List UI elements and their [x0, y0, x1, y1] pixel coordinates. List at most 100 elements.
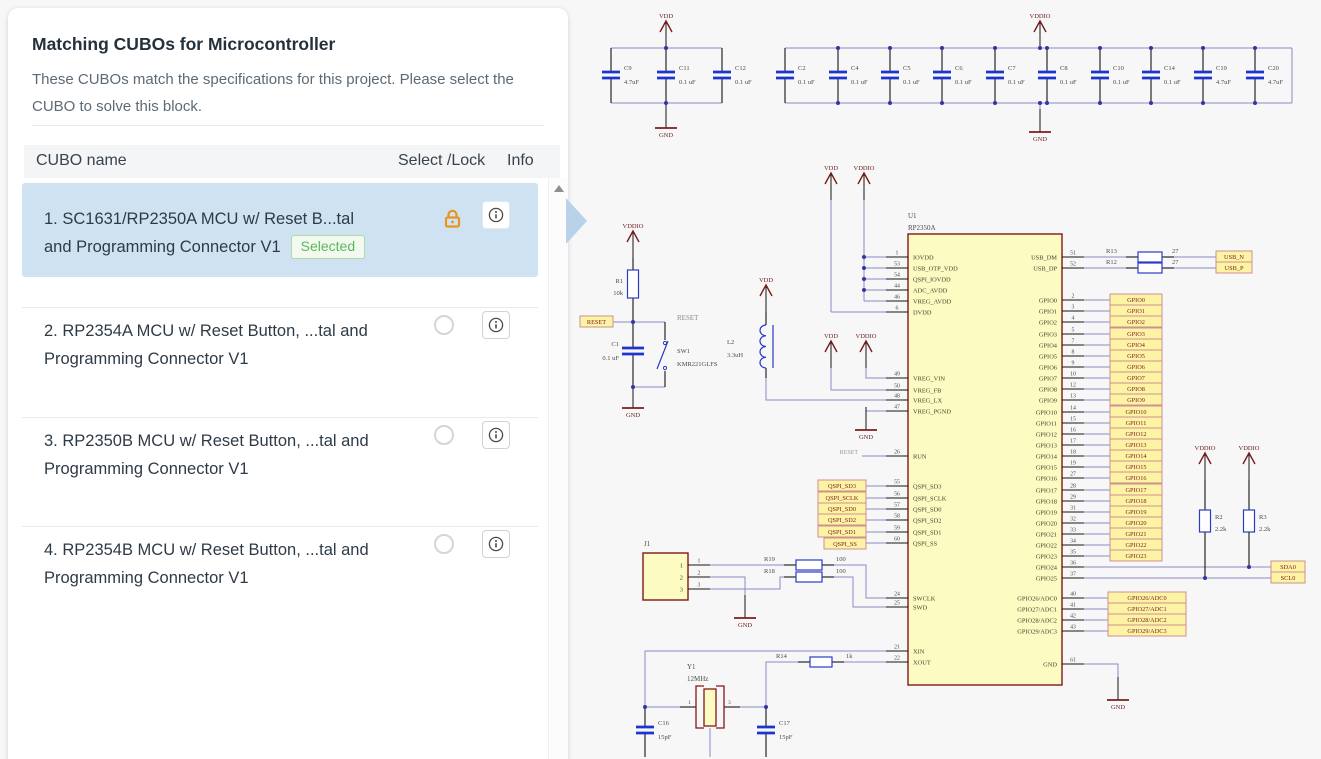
net-label-QSPI_SS[interactable]: QSPI_SS [823, 537, 867, 550]
net-label-GPIO7[interactable]: GPIO7 [1109, 371, 1163, 384]
capacitor-C6[interactable]: C60.1 uF [933, 48, 972, 103]
net-label-QSPI_SD2[interactable]: QSPI_SD2 [817, 513, 867, 526]
capacitor-C8[interactable]: C80.1 uF [1038, 48, 1077, 103]
capacitor-C5[interactable]: C50.1 uF [881, 48, 920, 103]
power-flag-VDDIO[interactable]: VDDIO [856, 333, 877, 368]
net-label-GPIO15[interactable]: GPIO15 [1109, 460, 1163, 473]
resistor-R3[interactable]: R32.2k [1242, 480, 1272, 567]
cubo-row-3[interactable]: 3. RP2350B MCU w/ Reset Button, ...tal a… [22, 418, 538, 525]
capacitor-C7[interactable]: C70.1 uF [986, 48, 1025, 103]
net-label-GPIO12[interactable]: GPIO12 [1109, 427, 1163, 440]
power-flag-VDDIO[interactable]: VDDIO [1195, 445, 1216, 480]
net-label-USB_P[interactable]: USB_P [1215, 261, 1253, 274]
info-button[interactable] [482, 201, 510, 229]
info-button[interactable] [482, 311, 510, 339]
gnd-flag[interactable]: GND [1029, 109, 1051, 143]
select-radio[interactable] [434, 425, 454, 445]
net-label-GPIO29/ADC3[interactable]: GPIO29/ADC3 [1107, 624, 1187, 637]
net-label-GPIO3[interactable]: GPIO3 [1109, 327, 1163, 340]
info-button[interactable] [482, 421, 510, 449]
power-flag-VDDIO[interactable]: VDDIO [854, 165, 875, 200]
capacitor-C9[interactable]: C94.7uF [602, 48, 639, 103]
net-label-GPIO14[interactable]: GPIO14 [1109, 449, 1163, 462]
net-label-GPIO20[interactable]: GPIO20 [1109, 516, 1163, 529]
power-flag-VDD[interactable]: VDD [824, 333, 838, 368]
cubo-row-2[interactable]: 2. RP2354A MCU w/ Reset Button, ...tal a… [22, 308, 538, 416]
net-label-GPIO0[interactable]: GPIO0 [1109, 293, 1163, 306]
gnd-flag[interactable]: GND [1107, 677, 1129, 711]
power-flag-VDDIO[interactable]: VDDIO [1239, 445, 1260, 480]
lock-icon[interactable] [444, 209, 461, 228]
scroll-up-icon[interactable] [553, 185, 564, 192]
power-flag-VDD[interactable]: VDD [659, 13, 673, 48]
power-flag-VDD[interactable]: VDD [759, 277, 773, 312]
net-label-GPIO10[interactable]: GPIO10 [1109, 405, 1163, 418]
net-label-QSPI_SD3[interactable]: QSPI_SD3 [817, 479, 867, 492]
net-label-GPIO4[interactable]: GPIO4 [1109, 338, 1163, 351]
net-label-GPIO11[interactable]: GPIO11 [1109, 416, 1163, 429]
net-label-GPIO2[interactable]: GPIO2 [1109, 315, 1163, 328]
power-flag-VDD[interactable]: VDD [824, 165, 838, 200]
net-label-GPIO21[interactable]: GPIO21 [1109, 527, 1163, 540]
net-label-GPIO28/ADC2[interactable]: GPIO28/ADC2 [1107, 613, 1187, 626]
power-flag-VDDIO[interactable]: VDDIO [623, 223, 644, 258]
net-label-GPIO8[interactable]: GPIO8 [1109, 382, 1163, 395]
net-label-GPIO1[interactable]: GPIO1 [1109, 304, 1163, 317]
mcu-chip-RP2350A[interactable]: U1RP2350A1IOVDD53USB_OTP_VDD54QSPI_IOVDD… [886, 212, 1084, 686]
cubo-row-4[interactable]: 4. RP2354B MCU w/ Reset Button, ...tal a… [22, 527, 538, 635]
net-label-GPIO19[interactable]: GPIO19 [1109, 505, 1163, 518]
capacitor-C1[interactable]: C10.1 uF [602, 322, 644, 387]
net-label-GPIO23[interactable]: GPIO23 [1109, 549, 1163, 562]
inductor-L2[interactable]: L23.3uH [727, 312, 774, 378]
net-label-GPIO17[interactable]: GPIO17 [1109, 483, 1163, 496]
select-radio[interactable] [434, 315, 454, 335]
net-label-QSPI_SD0[interactable]: QSPI_SD0 [817, 502, 867, 515]
net-label-GPIO26/ADC0[interactable]: GPIO26/ADC0 [1107, 591, 1187, 604]
net-label-GPIO9[interactable]: GPIO9 [1109, 393, 1163, 406]
net-label-SDA0[interactable]: SDA0 [1270, 560, 1306, 573]
net-label-GPIO22[interactable]: GPIO22 [1109, 538, 1163, 551]
net-label-GPIO16[interactable]: GPIO16 [1109, 471, 1163, 484]
net-label-GPIO6[interactable]: GPIO6 [1109, 360, 1163, 373]
scrollbar[interactable] [548, 178, 568, 759]
select-radio[interactable] [434, 534, 454, 554]
resistor-R2[interactable]: R22.2k [1198, 480, 1228, 578]
net-label-SCL0[interactable]: SCL0 [1270, 571, 1306, 584]
junction-dots[interactable] [631, 46, 1257, 709]
net-label-RESET[interactable]: RESET [579, 315, 614, 328]
svg-text:4.7uF: 4.7uF [1216, 79, 1231, 86]
gnd-flag[interactable]: GND [655, 105, 677, 139]
net-label-USB_N[interactable]: USB_N [1215, 250, 1253, 263]
info-button[interactable] [482, 530, 510, 558]
capacitor-C4[interactable]: C40.1 uF [829, 48, 868, 103]
capacitor-C2[interactable]: C20.1 uF [776, 48, 815, 103]
net-label-GPIO18[interactable]: GPIO18 [1109, 494, 1163, 507]
net-label-GPIO27/ADC1[interactable]: GPIO27/ADC1 [1107, 602, 1187, 615]
net-label-QSPI_SCLK[interactable]: QSPI_SCLK [817, 491, 867, 504]
power-flag-VDDIO[interactable]: VDDIO [1030, 13, 1051, 48]
gnd-flag[interactable]: GND [855, 407, 877, 441]
net-label-QSPI_SD1[interactable]: QSPI_SD1 [817, 525, 867, 538]
net-label-GPIO13[interactable]: GPIO13 [1109, 438, 1163, 451]
gnd-flag[interactable]: GND [734, 595, 756, 629]
net-label-GPIO5[interactable]: GPIO5 [1109, 349, 1163, 362]
